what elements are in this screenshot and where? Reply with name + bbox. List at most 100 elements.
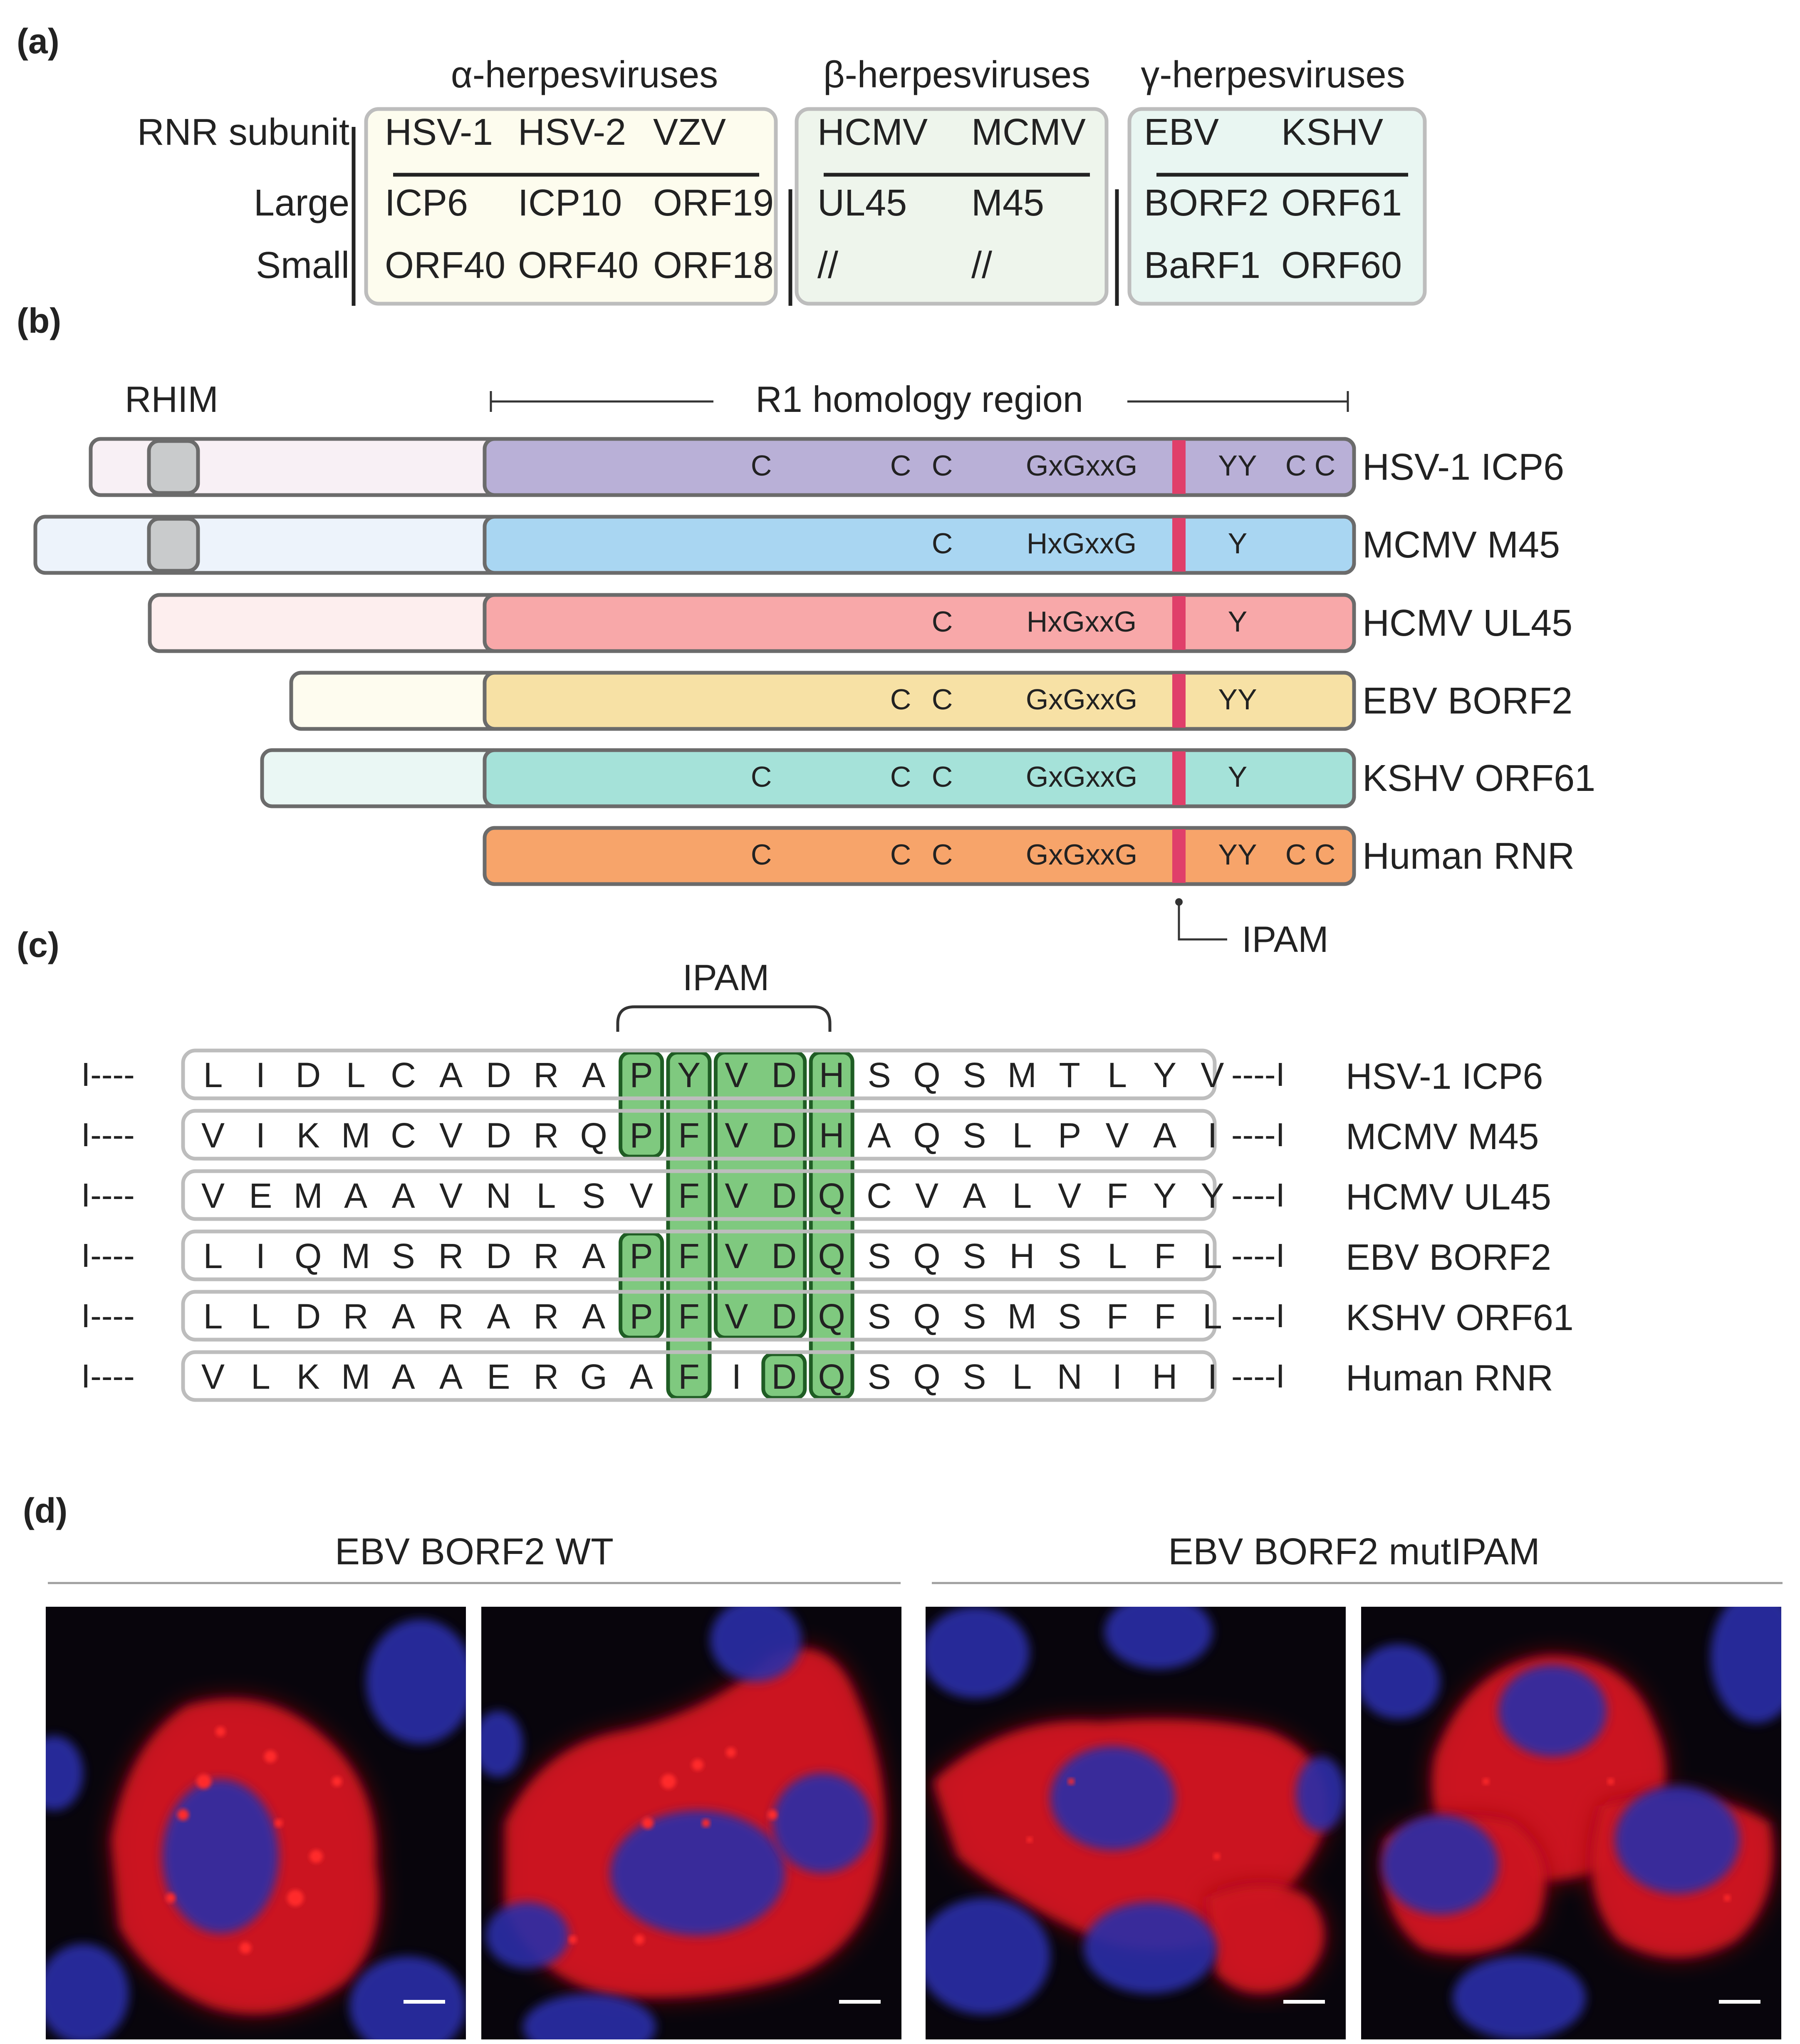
- red-punctum: [1213, 1853, 1220, 1860]
- residue-marker: YY: [1218, 838, 1257, 871]
- residue: D: [295, 1055, 321, 1095]
- residue: V: [439, 1116, 463, 1155]
- sequence-name: MCMV M45: [1346, 1116, 1539, 1157]
- residue-marker: Y: [1228, 761, 1248, 793]
- nucleus: [481, 1711, 523, 1777]
- residue: F: [1107, 1297, 1128, 1336]
- sequence-name: Human RNR: [1346, 1357, 1553, 1398]
- red-punctum: [1027, 1837, 1032, 1843]
- red-punctum: [1607, 1778, 1614, 1785]
- rhim-label: RHIM: [125, 379, 218, 420]
- large-subunit-name: M45: [971, 182, 1044, 224]
- rhim-domain: [147, 517, 200, 573]
- residue: S: [582, 1176, 605, 1215]
- residue: E: [249, 1176, 272, 1215]
- small-subunit-name: ORF60: [1281, 245, 1402, 286]
- residue: L: [346, 1055, 366, 1095]
- conserved-residue-highlight: [619, 1050, 664, 1159]
- residue: A: [344, 1176, 367, 1215]
- residue: Q: [913, 1236, 940, 1276]
- red-punctum: [1724, 1895, 1731, 1901]
- residue: V: [725, 1055, 748, 1095]
- residue: V: [439, 1176, 463, 1215]
- residue: D: [771, 1297, 797, 1336]
- residue: V: [725, 1297, 748, 1336]
- ipam-marker: [1172, 674, 1186, 728]
- nucleus: [926, 1898, 1050, 2014]
- residue: L: [1107, 1055, 1127, 1095]
- residue: M: [1008, 1055, 1037, 1095]
- residue: S: [963, 1116, 986, 1155]
- residue: R: [533, 1297, 559, 1336]
- residue: V: [201, 1357, 225, 1396]
- nucleus: [1050, 1746, 1175, 1850]
- residue: A: [392, 1357, 415, 1396]
- alignment-dash-left: I----: [81, 1237, 135, 1274]
- residue: A: [582, 1055, 605, 1095]
- residue: P: [1058, 1116, 1081, 1155]
- residue: D: [486, 1236, 511, 1276]
- group-label-wt: EBV BORF2 WT: [335, 1531, 614, 1573]
- nucleus: [366, 1619, 466, 1744]
- residue: A: [630, 1357, 653, 1396]
- protein-r1-domain: [483, 515, 1356, 575]
- group-label-mutipam: EBV BORF2 mutIPAM: [1168, 1531, 1540, 1573]
- residue: R: [438, 1236, 464, 1276]
- residue: N: [1057, 1357, 1082, 1396]
- nucleus: [1361, 1644, 1440, 1719]
- residue: I: [732, 1357, 741, 1396]
- sequence-name: HCMV UL45: [1346, 1176, 1551, 1217]
- residue: G: [580, 1357, 607, 1396]
- residue: L: [251, 1357, 270, 1396]
- residue: D: [771, 1116, 797, 1155]
- virus-name: HSV-2: [518, 111, 626, 153]
- residue: F: [1107, 1176, 1128, 1215]
- residue: M: [341, 1116, 370, 1155]
- small-subunit-name: BaRF1: [1144, 245, 1260, 286]
- nucleus: [349, 1956, 466, 2039]
- residue: Q: [913, 1297, 940, 1336]
- residue: Y: [1201, 1176, 1224, 1215]
- group-title: β-herpesviruses: [823, 54, 1090, 96]
- alignment-dash-left: I----: [81, 1177, 135, 1214]
- sequence-name: KSHV ORF61: [1346, 1297, 1574, 1338]
- alignment-dash-left: I----: [81, 1056, 135, 1093]
- residue: P: [630, 1055, 653, 1095]
- nucleus: [610, 1811, 785, 1935]
- red-punctum: [240, 1942, 251, 1954]
- alignment-dash-right: ----I: [1231, 1237, 1285, 1274]
- residue: R: [438, 1297, 464, 1336]
- residue: P: [630, 1116, 653, 1155]
- nucleus: [1498, 1665, 1607, 1757]
- residue: L: [1203, 1297, 1222, 1336]
- residue: M: [294, 1176, 323, 1215]
- residue: Q: [818, 1236, 845, 1276]
- residue: L: [1012, 1116, 1032, 1155]
- residue: D: [771, 1236, 797, 1276]
- virus-name: MCMV: [971, 111, 1086, 153]
- nucleus: [46, 1736, 83, 1811]
- residue: L: [1203, 1236, 1222, 1276]
- virus-name: HSV-1: [385, 111, 493, 153]
- nucleus: [1382, 1815, 1498, 1915]
- nucleus: [1453, 1956, 1586, 2039]
- residue: D: [771, 1357, 797, 1396]
- large-subunit-name: BORF2: [1144, 182, 1269, 224]
- panel-label-c: (c): [17, 925, 59, 964]
- nucleus: [1104, 1607, 1213, 1669]
- sequence-name: EBV BORF2: [1346, 1236, 1551, 1278]
- large-subunit-name: ICP10: [518, 182, 622, 224]
- residue: S: [868, 1236, 891, 1276]
- residue: L: [203, 1297, 223, 1336]
- residue: I: [1112, 1357, 1122, 1396]
- protein-r1-domain: [483, 748, 1356, 808]
- residue: V: [915, 1176, 938, 1215]
- virus-name: VZV: [653, 111, 726, 153]
- sequence-box: [181, 1109, 1217, 1161]
- residue-marker: GxGxxG: [1026, 838, 1137, 871]
- protein-r1-domain: [483, 826, 1356, 886]
- residue: S: [963, 1297, 986, 1336]
- nucleus: [523, 1994, 656, 2039]
